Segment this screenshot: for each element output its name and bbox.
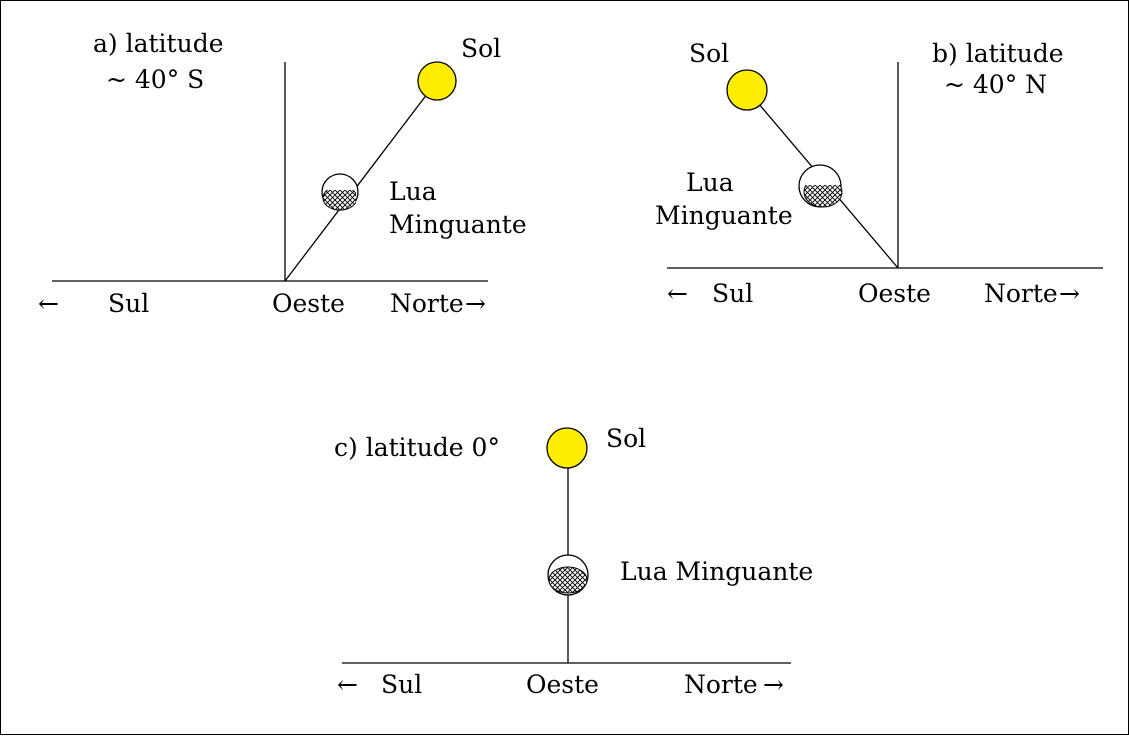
sun-label: Sol [461, 34, 501, 63]
north-label: Norte [684, 670, 758, 699]
moon-label-line2: Minguante [655, 201, 793, 230]
west-label: Oeste [858, 279, 931, 308]
waning-moon-icon [798, 164, 843, 208]
waning-moon-icon [321, 173, 359, 211]
panel-a-title-line2: ~ 40° S [106, 65, 204, 94]
north-label: Norte [390, 289, 464, 318]
north-label: Norte [984, 279, 1058, 308]
panel-b-title-line2: ~ 40° N [944, 70, 1047, 99]
south-label: Sul [381, 670, 422, 699]
south-label: Sul [108, 289, 149, 318]
sun-label: Sol [689, 39, 729, 68]
north-arrow: → [465, 289, 486, 318]
south-arrow: ← [337, 670, 358, 699]
west-label: Oeste [526, 670, 599, 699]
panel-c: c) latitude 0° Sol Lua Minguante ← Sul O… [334, 424, 813, 699]
waning-moon-icon [547, 554, 589, 596]
panel-a-title-line1: a) latitude [93, 29, 224, 58]
south-label: Sul [712, 279, 753, 308]
north-arrow: → [1059, 279, 1080, 308]
west-label: Oeste [272, 289, 345, 318]
ecliptic-line [284, 80, 438, 282]
south-arrow: ← [38, 289, 59, 318]
panel-b: b) latitude ~ 40° N Sol Lua Minguante ← … [655, 39, 1103, 308]
north-arrow: → [763, 670, 784, 699]
south-arrow: ← [667, 279, 688, 308]
sun-label: Sol [606, 424, 646, 453]
panel-a: a) latitude ~ 40° S Sol Lua Minguante ← … [38, 29, 527, 318]
panel-c-title: c) latitude 0° [334, 433, 500, 462]
sun-icon [417, 61, 457, 101]
moon-label-line1: Lua [389, 177, 437, 206]
panel-b-title-line1: b) latitude [932, 39, 1064, 68]
moon-label: Lua Minguante [620, 557, 813, 586]
sun-icon [726, 69, 768, 111]
sun-icon [546, 427, 588, 469]
moon-label-line2: Minguante [389, 210, 527, 239]
moon-label-line1: Lua [686, 168, 734, 197]
